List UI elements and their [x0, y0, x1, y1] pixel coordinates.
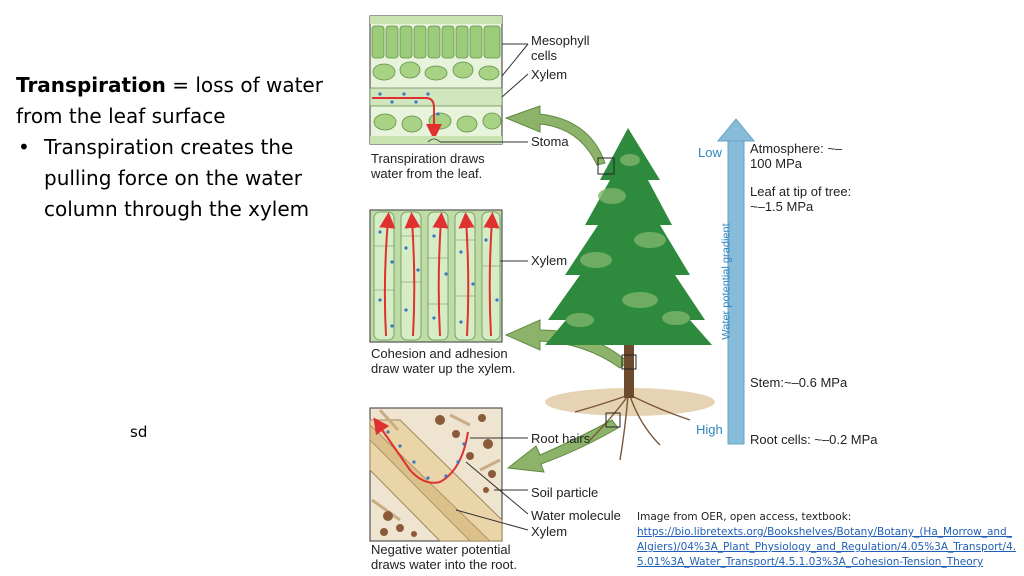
- definition-line: Transpiration = loss of water from the l…: [16, 70, 336, 132]
- label-stoma: Stoma: [531, 134, 569, 149]
- label-gradient-axis: Water potential gradient: [720, 223, 733, 340]
- label-root-hairs: Root hairs: [531, 431, 591, 446]
- term-transpiration: Transpiration: [16, 73, 166, 97]
- label-leaf-xylem: Xylem: [531, 67, 568, 82]
- bullet-icon: •: [18, 135, 30, 159]
- caption-root: Negative water potential draws water int…: [371, 542, 517, 572]
- image-credit: Image from OER, open access, textbook: h…: [637, 510, 1019, 570]
- credit-link[interactable]: https://bio.libretexts.org/Bookshelves/B…: [637, 526, 1017, 568]
- label-water-molecule: Water molecule: [531, 508, 621, 523]
- label-soil-particle: Soil particle: [531, 485, 599, 500]
- label-high: High: [696, 422, 723, 437]
- label-root-xylem: Xylem: [531, 524, 568, 539]
- caption-stem: Cohesion and adhesion draw water up the …: [371, 346, 516, 376]
- definition-text: = loss of water from the leaf surface: [16, 73, 323, 128]
- credit-text: Image from OER, open access, textbook:: [637, 511, 852, 523]
- slide-text: Transpiration = loss of water from the l…: [16, 70, 336, 225]
- label-atmosphere: Atmosphere: ~–100 MPa: [750, 141, 843, 171]
- bullet-text: Transpiration creates the pulling force …: [44, 135, 310, 221]
- gradient-arrow-icon: [716, 118, 756, 445]
- leaf-cross-section-panel: [369, 15, 529, 145]
- tree-illustration: [545, 128, 715, 461]
- label-low: Low: [698, 145, 722, 160]
- label-mesophyll-cells: Mesophyll cells: [531, 33, 590, 63]
- label-root-cells: Root cells: ~–0.2 MPa: [750, 432, 878, 447]
- note-text: sd: [130, 423, 148, 441]
- label-leaf-tip: Leaf at tip of tree: ~–1.5 MPa: [750, 184, 852, 214]
- label-stem-potential: Stem:~–0.6 MPa: [750, 375, 848, 390]
- label-stem-xylem: Xylem: [531, 253, 568, 268]
- root-soil-panel: [369, 407, 529, 542]
- stem-xylem-panel: [369, 209, 528, 343]
- bullet-item: • Transpiration creates the pulling forc…: [16, 132, 336, 225]
- caption-leaf: Transpiration draws water from the leaf.: [371, 151, 485, 181]
